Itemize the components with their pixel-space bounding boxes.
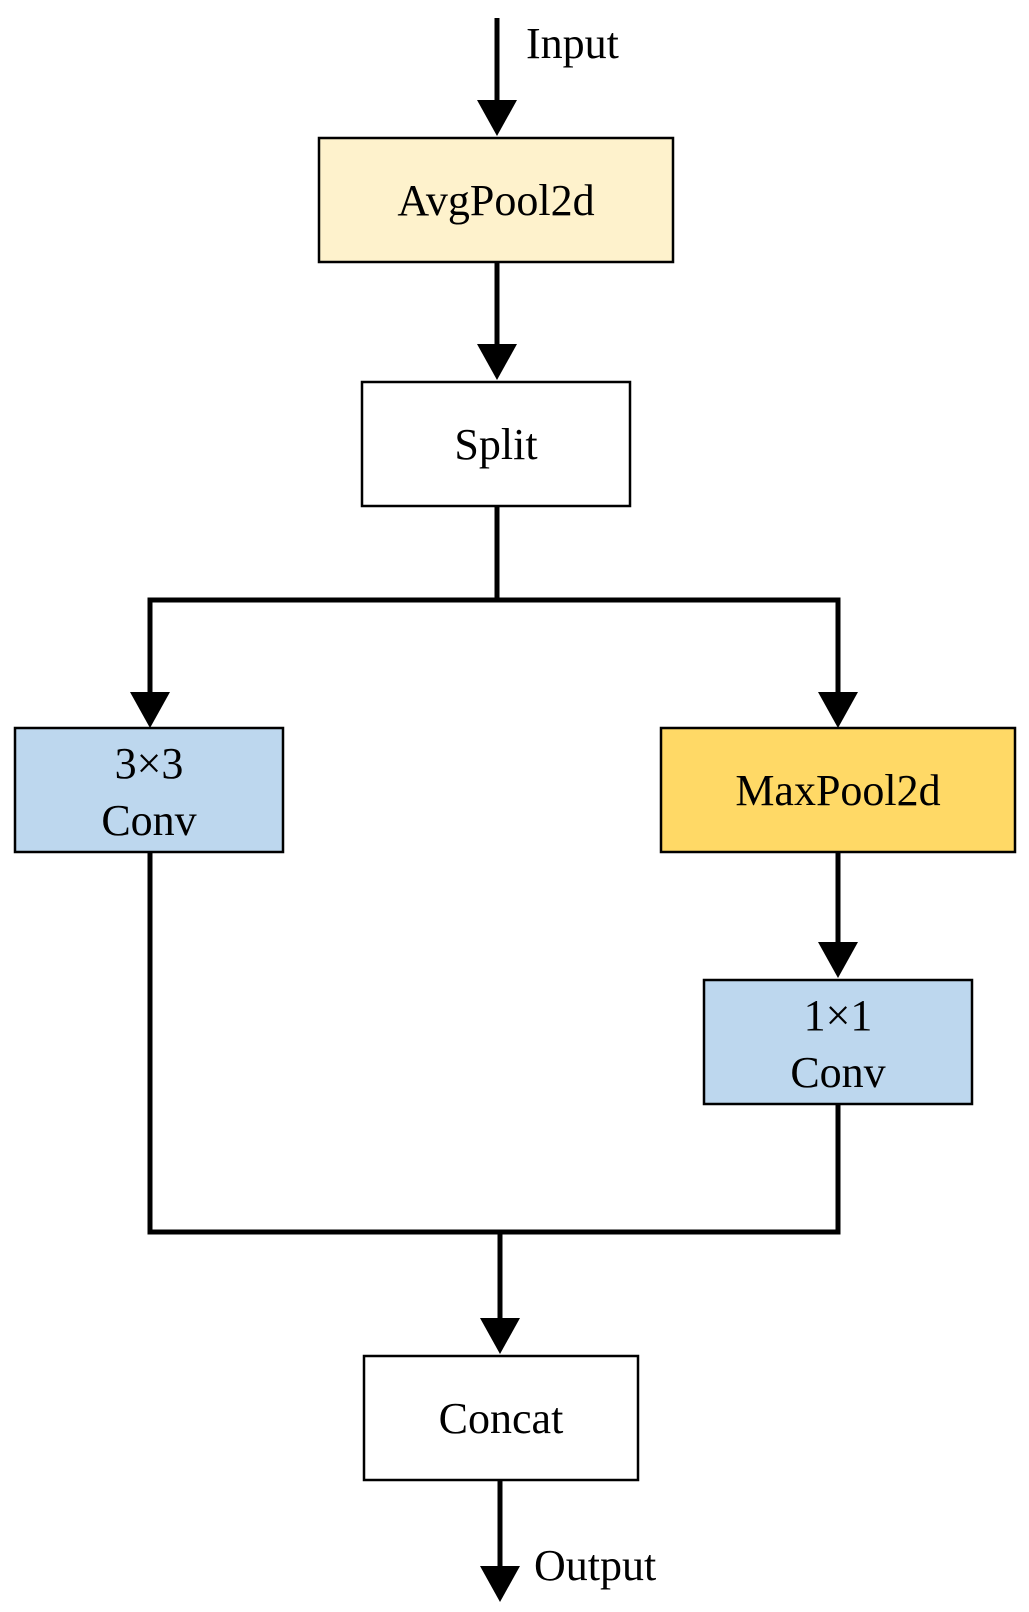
merge-to-concat-arrowhead bbox=[480, 1318, 520, 1354]
output-label: Output bbox=[534, 1541, 656, 1590]
split-branch-line bbox=[147, 597, 841, 698]
concat-label: Concat bbox=[439, 1394, 564, 1443]
split-node bbox=[360, 380, 632, 508]
merge-line bbox=[147, 852, 841, 1235]
maxpool2d-label: MaxPool2d bbox=[735, 766, 940, 815]
input-arrowhead bbox=[477, 100, 517, 136]
conv3x3-node bbox=[13, 726, 285, 854]
conv1x1-label-line1: 1×1 bbox=[804, 991, 873, 1040]
input-label: Input bbox=[526, 19, 619, 68]
split-to-maxpool-arrowhead bbox=[818, 692, 858, 728]
maxpool-to-conv1x1-arrowhead bbox=[818, 942, 858, 978]
split-label: Split bbox=[454, 420, 537, 469]
output-arrowhead bbox=[480, 1566, 520, 1602]
conv3x3-label-line1: 3×3 bbox=[115, 739, 184, 788]
conv1x1-node bbox=[702, 978, 974, 1106]
avgpool2d-label: AvgPool2d bbox=[397, 176, 594, 225]
concat-node bbox=[362, 1354, 640, 1482]
avgpool-to-split-arrowhead bbox=[477, 344, 517, 380]
conv3x3-label-line2: Conv bbox=[101, 796, 196, 845]
split-to-conv3x3-arrowhead bbox=[130, 692, 170, 728]
conv1x1-label-line2: Conv bbox=[790, 1048, 885, 1097]
